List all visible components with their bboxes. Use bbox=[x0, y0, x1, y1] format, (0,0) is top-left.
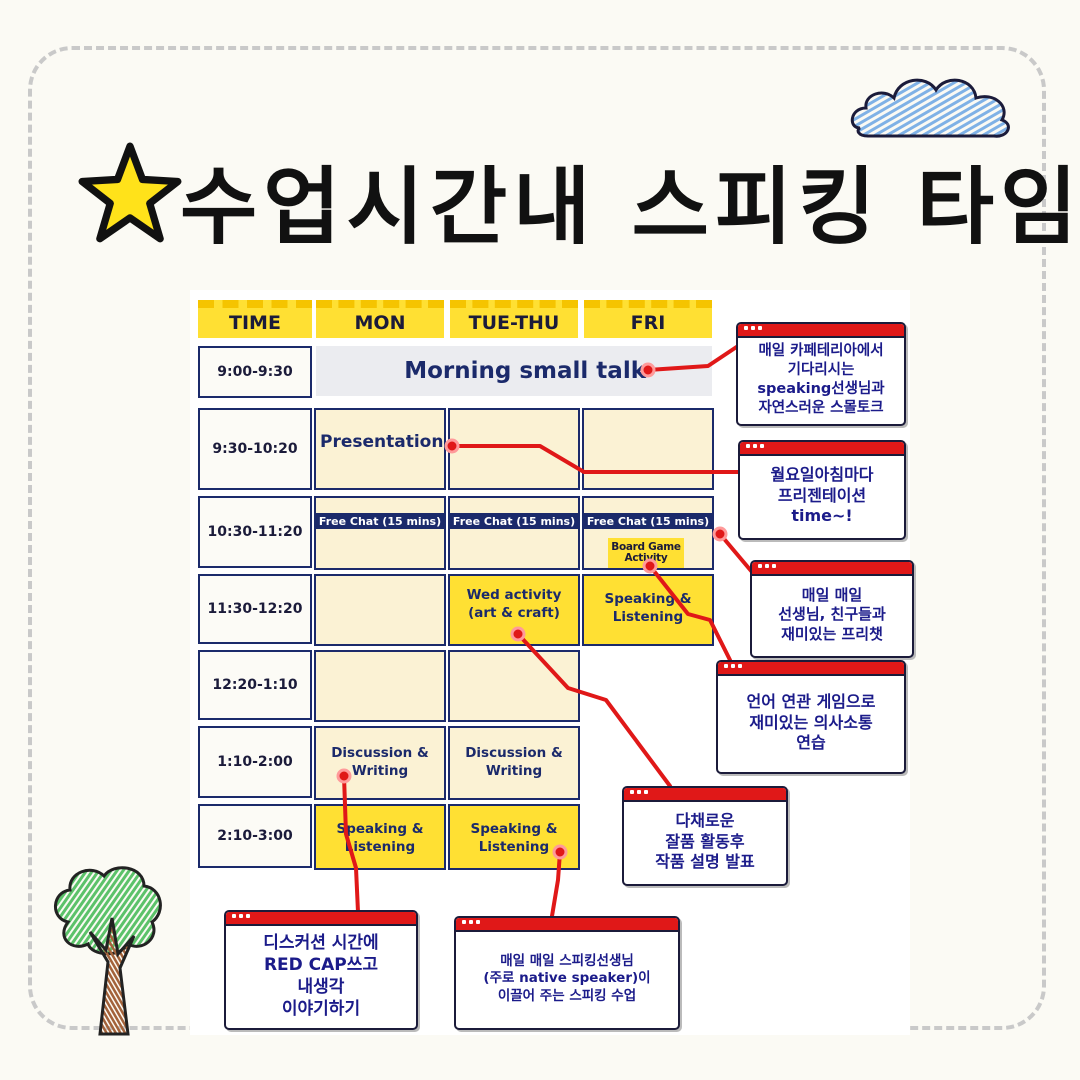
schedule-cell bbox=[448, 408, 580, 490]
time-label: 9:30-10:20 bbox=[212, 441, 298, 457]
time-cell bbox=[198, 496, 312, 568]
time-label: 2:10-3:00 bbox=[217, 828, 293, 844]
note-text: 매일 카페테리아에서 기다리시는 speaking선생님과 자연스러운 스몰토크 bbox=[757, 343, 885, 416]
board-game-line2: Activity bbox=[624, 552, 668, 564]
note-morning-small-talk: 매일 카페테리아에서 기다리시는 speaking선생님과 자연스러운 스몰토크 bbox=[736, 322, 906, 426]
time-cell bbox=[198, 726, 312, 798]
time-label: 10:30-11:20 bbox=[207, 524, 303, 540]
cloud-icon bbox=[850, 78, 1010, 138]
presentation-label: Presentation bbox=[320, 432, 444, 452]
note-text: 매일 매일 선생님, 친구들과 재미있는 프리챗 bbox=[778, 585, 886, 643]
header-tue-thu: TUE-THU bbox=[450, 300, 578, 338]
discussion-label-tue-thu: Discussion &Writing bbox=[465, 744, 563, 779]
free-chat-bar-fri: Free Chat (15 mins) bbox=[584, 513, 712, 529]
speaking-label-mon: Speaking &Listening bbox=[336, 820, 424, 855]
fri-speaking-label: Speaking &Listening bbox=[604, 590, 692, 625]
time-cell bbox=[198, 346, 312, 398]
schedule-cell bbox=[314, 496, 446, 570]
note-craft: 다채로운 잘품 활동후 작품 설명 발표 bbox=[622, 786, 788, 886]
note-text: 디스커션 시간에 RED CAP쓰고 내생각 이야기하기 bbox=[263, 932, 379, 1020]
time-cell bbox=[198, 408, 312, 490]
discussion-cell-tue-thu bbox=[448, 726, 580, 800]
header-time: TIME bbox=[198, 300, 312, 338]
note-speaking: 매일 매일 스피킹선생님 (주로 native speaker)이 이끌어 주는… bbox=[454, 916, 680, 1030]
schedule-cell bbox=[314, 650, 446, 722]
note-free-chat: 매일 매일 선생님, 친구들과 재미있는 프리챗 bbox=[750, 560, 914, 658]
note-text: 매일 매일 스피킹선생님 (주로 native speaker)이 이끌어 주는… bbox=[483, 952, 651, 1004]
time-label: 1:10-2:00 bbox=[217, 754, 293, 770]
discussion-label-mon: Discussion &Writing bbox=[331, 744, 429, 779]
discussion-cell-mon bbox=[314, 726, 446, 800]
time-label: 9:00-9:30 bbox=[217, 364, 293, 380]
note-text: 언어 연관 게임으로 재미있는 의사소통 연습 bbox=[746, 691, 876, 753]
header-mon: MON bbox=[316, 300, 444, 338]
free-chat-bar-tue-thu: Free Chat (15 mins) bbox=[450, 513, 578, 529]
schedule-cell bbox=[582, 408, 714, 490]
header-fri: FRI bbox=[584, 300, 712, 338]
wed-activity-label: Wed activity(art & craft) bbox=[466, 586, 562, 621]
note-board-game: 언어 연관 게임으로 재미있는 의사소통 연습 bbox=[716, 660, 906, 774]
speaking-label-tue-thu: Speaking &Listening bbox=[470, 820, 558, 855]
fri-speaking-cell bbox=[582, 574, 714, 646]
speaking-cell-mon bbox=[314, 804, 446, 870]
schedule-cell bbox=[448, 496, 580, 570]
schedule-cell bbox=[314, 574, 446, 646]
note-presentation: 월요일아침마다 프리젠테이션 time~! bbox=[738, 440, 906, 540]
free-chat-bar-mon: Free Chat (15 mins) bbox=[316, 513, 444, 529]
time-cell bbox=[198, 650, 312, 720]
tree-icon bbox=[54, 866, 162, 1036]
time-label: 12:20-1:10 bbox=[212, 677, 298, 693]
morning-small-talk-label: Morning small talk bbox=[404, 358, 646, 384]
schedule-cell bbox=[448, 650, 580, 722]
note-text: 다채로운 잘품 활동후 작품 설명 발표 bbox=[655, 810, 755, 872]
time-cell bbox=[198, 574, 312, 644]
page-title: 수업시간내 스피킹 타임 bbox=[180, 158, 1080, 256]
board-game-line1: Board Game bbox=[611, 540, 681, 553]
schedule-cell bbox=[314, 408, 446, 490]
star-icon bbox=[78, 142, 182, 243]
note-discussion: 디스커션 시간에 RED CAP쓰고 내생각 이야기하기 bbox=[224, 910, 418, 1030]
note-text: 월요일아침마다 프리젠테이션 time~! bbox=[770, 464, 874, 526]
time-cell bbox=[198, 804, 312, 868]
time-label: 11:30-12:20 bbox=[207, 601, 303, 617]
